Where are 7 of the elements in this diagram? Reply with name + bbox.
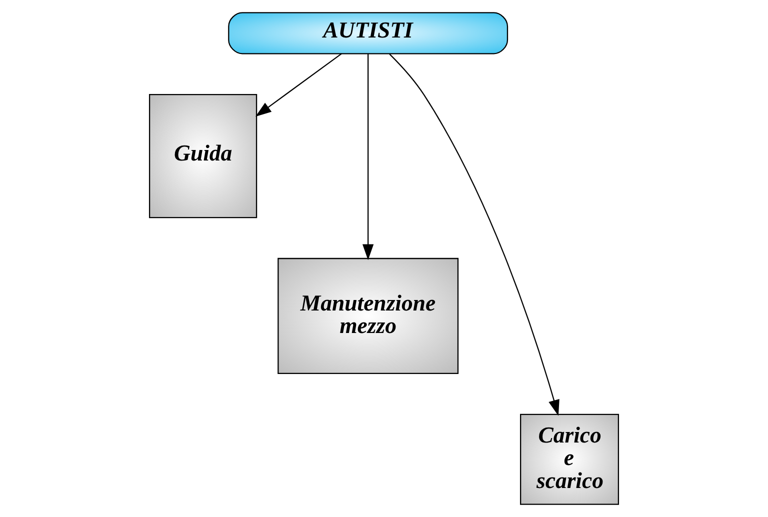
node-box: Guida (148, 94, 258, 218)
node-box: AUTISTI (228, 12, 508, 54)
arrow (362, 54, 374, 260)
arrow (255, 53, 342, 117)
node-box: Manutenzione mezzo (278, 258, 459, 374)
arrow (389, 54, 560, 416)
node-box: Carico e scarico (520, 414, 620, 505)
